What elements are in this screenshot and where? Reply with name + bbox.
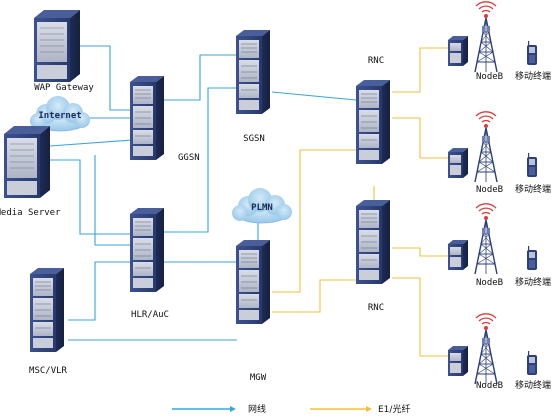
rnc-top-label: RNC	[368, 56, 384, 66]
link-ggsn-hlr	[94, 155, 130, 246]
terminal-4-label: 移动终端	[515, 379, 551, 391]
legend-e1-label: E1/光纤	[378, 403, 410, 415]
terminal-2-label: 移动终端	[515, 183, 551, 195]
link-rnc-nodeb-2	[392, 117, 448, 159]
internet-cloud-label: Internet	[38, 111, 81, 121]
ggsn-label: GGSN	[178, 153, 200, 163]
nodeb-3-label: NodeB	[476, 278, 503, 288]
ggsn[interactable]: GGSN	[129, 75, 200, 163]
link-mgw-rnc-bottom	[272, 279, 356, 313]
mgw-label: MGW	[250, 373, 267, 383]
nodeb-4-label: NodeB	[476, 381, 503, 391]
sgsn[interactable]: SGSN	[235, 29, 271, 144]
link-sgsn-hlr	[164, 87, 237, 233]
link-rnc-nodeb-3	[392, 247, 448, 257]
nodeb-4[interactable]: NodeB	[448, 313, 503, 391]
mgw[interactable]: MGW	[235, 239, 271, 383]
link-hlr-msc	[68, 261, 130, 321]
nodeb-2-label: NodeB	[476, 185, 503, 195]
link-wap-ggsn	[78, 45, 132, 111]
sgsn-label: SGSN	[243, 134, 265, 144]
nodeb-1-label: NodeB	[476, 72, 503, 82]
rnc-top[interactable]: RNC	[355, 56, 391, 165]
terminal-3[interactable]: 移动终端	[515, 246, 551, 288]
media-server-label: Media Server	[0, 208, 61, 218]
rnc-bottom[interactable]: RNC	[355, 199, 391, 313]
network-links	[49, 45, 357, 341]
legend: 网线 E1/光纤	[172, 403, 410, 415]
terminal-2[interactable]: 移动终端	[515, 153, 551, 195]
terminal-4[interactable]: 移动终端	[515, 351, 551, 391]
wap-gateway[interactable]: WAP Gateway	[33, 9, 94, 93]
rnc-bottom-label: RNC	[368, 303, 384, 313]
link-ggsn-sgsn	[162, 54, 237, 101]
wap-gateway-label: WAP Gateway	[34, 83, 94, 93]
plmn-cloud[interactable]: PLMN	[231, 187, 293, 224]
nodeb-3[interactable]: NodeB	[448, 203, 503, 288]
link-media-ggsn	[49, 139, 133, 147]
terminal-1[interactable]: 移动终端	[515, 41, 551, 82]
terminal-1-label: 移动终端	[515, 70, 551, 82]
media-server[interactable]: Media Server	[0, 125, 61, 218]
legend-e1-arrow	[366, 406, 372, 412]
e1-links	[272, 47, 448, 357]
plmn-cloud-label: PLMN	[251, 203, 273, 213]
legend-network-label: 网线	[248, 403, 266, 415]
hlr-auc-label: HLR/AuC	[131, 310, 169, 320]
link-rnc-nodeb-4	[392, 277, 448, 357]
msc-vlr-label: MSC/VLR	[29, 366, 68, 376]
nodeb-2[interactable]: NodeB	[448, 111, 503, 195]
legend-network-arrow	[230, 406, 236, 412]
internet-cloud[interactable]: Internet	[29, 95, 91, 132]
link-media-hlr	[50, 159, 130, 235]
link-mgw-rnc-top	[272, 149, 356, 293]
nodeb-1[interactable]: NodeB	[448, 1, 503, 82]
hlr-auc[interactable]: HLR/AuC	[129, 207, 169, 320]
msc-vlr[interactable]: MSC/VLR	[29, 267, 68, 376]
link-rnc-nodeb-1	[392, 47, 448, 93]
link-sgsn-rnc-top	[271, 91, 357, 101]
terminal-3-label: 移动终端	[515, 276, 551, 288]
